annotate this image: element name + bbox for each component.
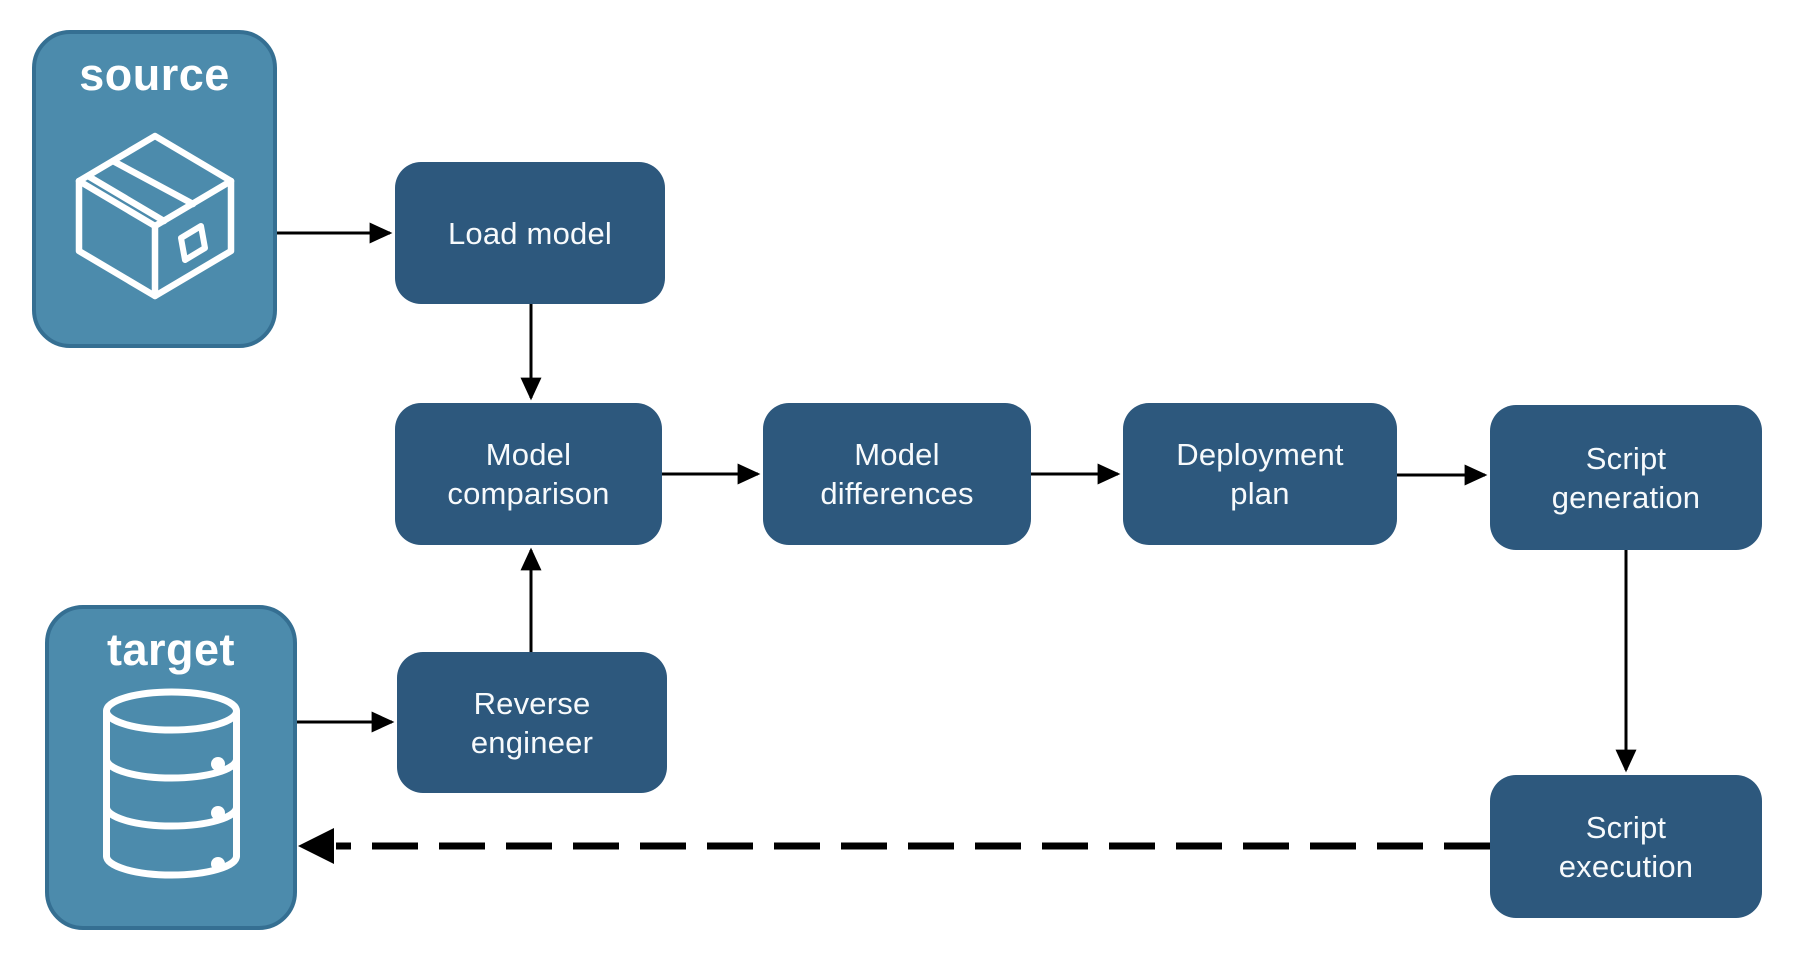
- source-label: source: [79, 49, 230, 100]
- node-deployment-plan: Deployment plan: [1123, 403, 1397, 545]
- node-load-model: Load model: [395, 162, 665, 304]
- node-script-generation: Script generation: [1490, 405, 1762, 550]
- target-label: target: [106, 624, 236, 675]
- database-icon: [99, 687, 244, 882]
- target-entity: target: [45, 605, 297, 930]
- node-reverse-engineer: Reverse engineer: [397, 652, 667, 793]
- source-entity: source: [32, 30, 277, 348]
- node-model-comparison: Model comparison: [395, 403, 662, 545]
- arrow-script-execution-to-target-dashed: [298, 828, 1490, 864]
- package-icon: [73, 130, 237, 302]
- node-model-differences: Model differences: [763, 403, 1031, 545]
- node-script-execution: Script execution: [1490, 775, 1762, 918]
